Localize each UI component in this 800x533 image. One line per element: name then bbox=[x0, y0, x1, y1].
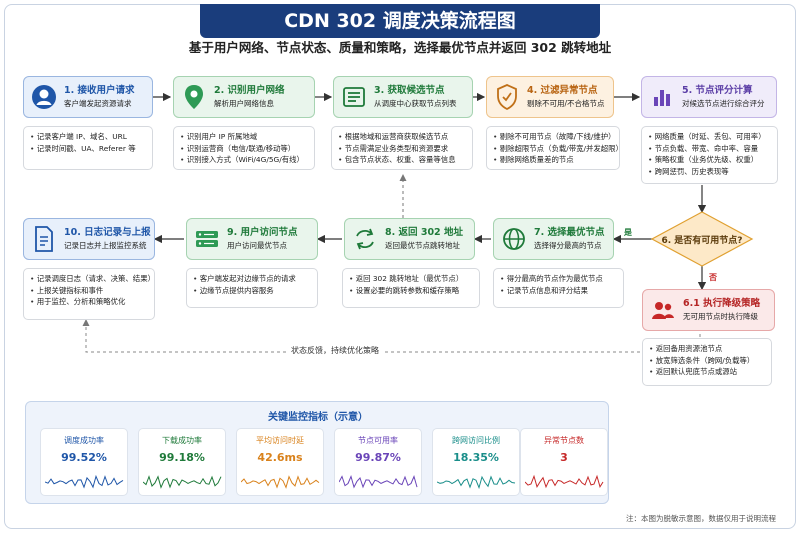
users-icon bbox=[649, 296, 677, 324]
metric-value: 99.87% bbox=[355, 451, 401, 464]
metric-card: 异常节点数 3 bbox=[520, 428, 608, 496]
step-subtitle: 用户访问最优节点 bbox=[227, 241, 287, 250]
metric-card: 跨网访问比例 18.35% bbox=[432, 428, 520, 496]
metric-card: 节点可用率 99.87% bbox=[334, 428, 422, 496]
sparkline-decoration bbox=[143, 475, 222, 489]
monitor-title: 关键监控指标（示意） bbox=[268, 412, 368, 423]
step-title: 1. 接收用户请求 bbox=[64, 85, 135, 96]
step-10-node: 10. 日志记录与上报记录日志并上报监控系统 bbox=[23, 218, 155, 260]
step-5-details: 网络质量（时延、丢包、可用率）节点负载、带宽、命中率、容量策略权重（业务优先级、… bbox=[641, 126, 778, 184]
step-9-details: 客户端发起对边缘节点的请求边缘节点提供内容服务 bbox=[186, 268, 318, 308]
step-1-node: 1. 接收用户请求客户端发起资源请求 bbox=[23, 76, 153, 118]
step-7-node: 7. 选择最优节点选择得分最高的节点 bbox=[493, 218, 614, 260]
step-subtitle: 对候选节点进行综合评分 bbox=[682, 99, 765, 108]
step-5-node: 5. 节点评分计算对候选节点进行综合评分 bbox=[641, 76, 777, 118]
metric-label: 平均访问时延 bbox=[256, 436, 304, 445]
step-title: 9. 用户访问节点 bbox=[227, 227, 298, 238]
document-icon bbox=[30, 225, 58, 253]
decision-diamond bbox=[650, 211, 754, 267]
sparkline-decoration bbox=[525, 474, 604, 489]
sparkline-decoration bbox=[437, 475, 516, 490]
metric-card: 下载成功率 99.18% bbox=[138, 428, 226, 496]
step-subtitle: 返回最优节点跳转地址 bbox=[385, 241, 460, 250]
step-title: 4. 过滤异常节点 bbox=[527, 85, 598, 96]
bar-chart-icon bbox=[648, 83, 676, 111]
footnote: 注：本图为脱敏示意图，数据仅用于说明流程 bbox=[626, 514, 776, 523]
decision-label: 6. 是否有可用节点? bbox=[661, 236, 743, 246]
metric-label: 异常节点数 bbox=[544, 436, 584, 445]
fallback-title: 6.1 执行降级策略 bbox=[683, 298, 761, 309]
step-subtitle: 剔除不可用/不合格节点 bbox=[527, 99, 605, 108]
step-2-details: 识别用户 IP 所属地域识别运营商（电信/联通/移动等）识别接入方式（WiFi/… bbox=[173, 126, 315, 170]
step-10-details: 记录调度日志（请求、决策、结果）上报关键指标和事件用于监控、分析和策略优化 bbox=[23, 268, 155, 320]
metric-card: 平均访问时延 42.6ms bbox=[236, 428, 324, 496]
metric-value: 18.35% bbox=[453, 451, 499, 464]
metric-label: 跨网访问比例 bbox=[452, 436, 500, 445]
step-title: 5. 节点评分计算 bbox=[682, 85, 753, 96]
fallback-subtitle: 无可用节点时执行降级 bbox=[683, 312, 758, 321]
step-3-node: 3. 获取候选节点从调度中心获取节点列表 bbox=[333, 76, 473, 118]
yes-label: 是 bbox=[624, 228, 632, 237]
step-1-details: 记录客户端 IP、域名、URL记录时间戳、UA、Referer 等 bbox=[23, 126, 153, 170]
sparkline-decoration bbox=[45, 474, 124, 489]
step-title: 3. 获取候选节点 bbox=[374, 85, 445, 96]
list-icon bbox=[340, 83, 368, 111]
metric-value: 99.52% bbox=[61, 451, 107, 464]
step-2-node: 2. 识别用户网络解析用户网络信息 bbox=[173, 76, 315, 118]
user-icon bbox=[30, 83, 58, 111]
metric-card: 调度成功率 99.52% bbox=[40, 428, 128, 496]
step-4-node: 4. 过滤异常节点剔除不可用/不合格节点 bbox=[486, 76, 614, 118]
step-7-details: 得分最高的节点作为最优节点记录节点信息和评分结果 bbox=[493, 268, 624, 308]
metric-value: 42.6ms bbox=[257, 451, 303, 464]
server-icon bbox=[193, 225, 221, 253]
step-4-details: 剔除不可用节点（故障/下线/维护）剔除超限节点（负载/带宽/并发超限）剔除网络质… bbox=[486, 126, 623, 170]
page-subtitle: 基于用户网络、节点状态、质量和策略，选择最优节点并返回 302 跳转地址 bbox=[188, 40, 612, 55]
fallback-details: 返回备用资源池节点放宽筛选条件（跨网/负载等）返回默认兜底节点或源站 bbox=[642, 338, 772, 386]
step-9-node: 9. 用户访问节点用户访问最优节点 bbox=[186, 218, 318, 260]
step-title: 10. 日志记录与上报 bbox=[64, 227, 151, 238]
step-subtitle: 从调度中心获取节点列表 bbox=[374, 99, 457, 108]
step-subtitle: 选择得分最高的节点 bbox=[534, 241, 602, 250]
monitor-panel: 关键监控指标（示意） 调度成功率 99.52% 下载成功率 99.18% 平均访问时延 4… bbox=[25, 401, 609, 504]
location-pin-icon bbox=[180, 83, 208, 111]
step-title: 8. 返回 302 地址 bbox=[385, 227, 463, 238]
fallback-node: 6.1 执行降级策略无可用节点时执行降级 bbox=[642, 289, 775, 331]
page-title: CDN 302 调度决策流程图 bbox=[200, 4, 600, 38]
step-title: 2. 识别用户网络 bbox=[214, 85, 285, 96]
step-8-node: 8. 返回 302 地址返回最优节点跳转地址 bbox=[344, 218, 475, 260]
metric-label: 调度成功率 bbox=[64, 436, 104, 445]
shield-icon bbox=[493, 83, 521, 111]
sparkline-decoration bbox=[241, 475, 320, 489]
step-subtitle: 解析用户网络信息 bbox=[214, 99, 274, 108]
sparkline-decoration bbox=[339, 475, 418, 489]
metric-label: 节点可用率 bbox=[358, 436, 398, 445]
step-3-details: 根据地域和运营商获取候选节点节点需满足业务类型和资源要求包含节点状态、权重、容量… bbox=[331, 126, 473, 170]
feedback-label: 状态反馈，持续优化策略 bbox=[288, 345, 382, 356]
metric-value: 3 bbox=[560, 451, 568, 464]
metric-value: 99.18% bbox=[159, 451, 205, 464]
metric-label: 下载成功率 bbox=[162, 436, 202, 445]
no-label: 否 bbox=[709, 273, 717, 282]
step-subtitle: 客户端发起资源请求 bbox=[64, 99, 132, 108]
step-subtitle: 记录日志并上报监控系统 bbox=[64, 241, 147, 250]
step-8-details: 返回 302 跳转地址（最优节点）设置必要的跳转参数和缓存策略 bbox=[342, 268, 480, 308]
step-title: 7. 选择最优节点 bbox=[534, 227, 605, 238]
globe-icon bbox=[500, 225, 528, 253]
refresh-icon bbox=[351, 225, 379, 253]
